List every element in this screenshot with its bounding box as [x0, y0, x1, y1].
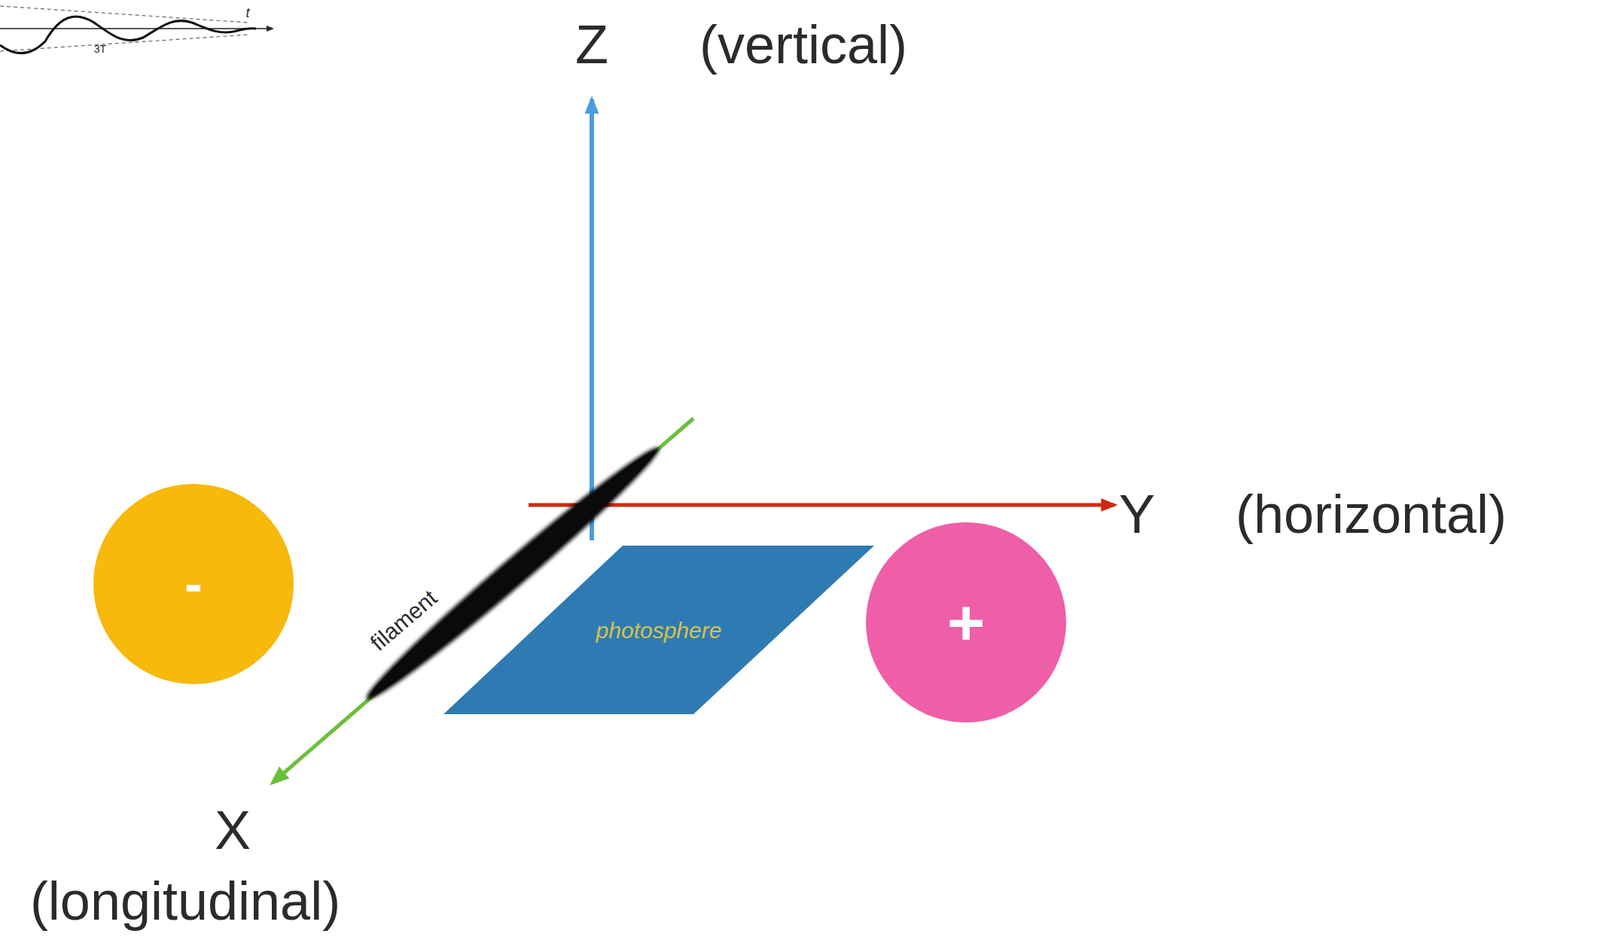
axis-name: (longitudinal) — [30, 871, 341, 932]
positive-polarity: + — [865, 522, 1067, 723]
negative-polarity: - — [93, 484, 294, 685]
axis-letter: Z — [575, 15, 609, 75]
node-text: photosphere — [596, 618, 723, 644]
period-label: 3T — [94, 43, 107, 55]
oscillation-inset — [0, 6, 273, 54]
axis-label: t — [245, 6, 250, 22]
axis-name: (vertical) — [699, 15, 908, 75]
axis-letter: Y — [1118, 484, 1156, 545]
node-text: - — [184, 554, 203, 614]
y-axis — [528, 503, 1115, 508]
axis-letter: X — [214, 801, 251, 861]
node-text: + — [947, 587, 985, 659]
photosphere-patch: photosphere — [443, 545, 875, 715]
z-axis — [589, 99, 595, 541]
axis-name: (horizontal) — [1235, 484, 1507, 545]
